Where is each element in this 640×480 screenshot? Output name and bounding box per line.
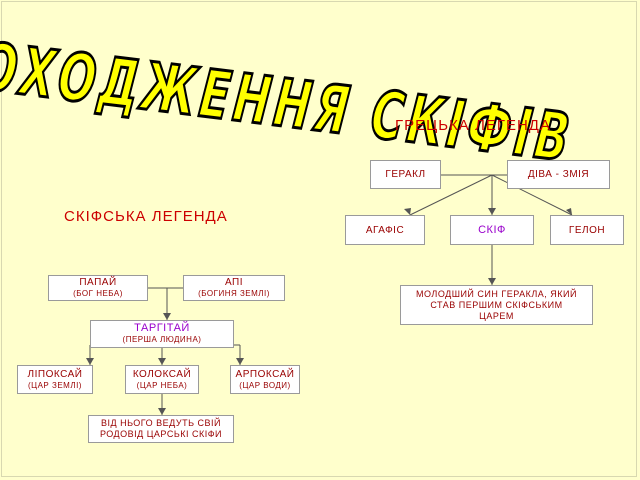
box-skif: СКІФ <box>450 215 534 245</box>
line-to-agafis <box>409 174 493 216</box>
box-herakl: ГЕРАКЛ <box>370 160 441 189</box>
greek-note-line2: СТАВ ПЕРШИМ СКІФСЬКИМ <box>430 299 563 310</box>
box-agafis-label: АГАФІС <box>365 224 405 236</box>
box-lipoksai-sub: (ЦАР ЗЕМЛІ) <box>28 380 82 390</box>
arrowhead-scythian-note <box>158 408 166 415</box>
box-targitai-label: ТАРГІТАЙ <box>134 322 190 334</box>
box-greek-note: МОЛОДШИЙ СИН ГЕРАКЛА, ЯКИЙ СТАВ ПЕРШИМ С… <box>400 285 593 325</box>
box-api: АПІ (БОГИНЯ ЗЕМЛІ) <box>183 275 285 301</box>
box-api-label: АПІ <box>224 277 244 288</box>
scythian-legend-heading: СКІФСЬКА ЛЕГЕНДА <box>64 208 228 225</box>
box-gelon-label: ГЕЛОН <box>568 224 606 236</box>
arrowhead-note <box>488 278 496 285</box>
box-koloksai: КОЛОКСАЙ (ЦАР НЕБА) <box>125 365 199 394</box>
greek-note-line3: ЦАРЕМ <box>479 310 514 321</box>
line-to-gelon <box>491 174 573 216</box>
arrowhead-skif <box>488 208 496 215</box>
box-herakl-label: ГЕРАКЛ <box>385 169 426 180</box>
box-koloksai-label: КОЛОКСАЙ <box>132 368 192 380</box>
arrowhead-koloksai <box>158 358 166 365</box>
box-papai-sub: (БОГ НЕБА) <box>73 289 123 298</box>
box-papai: ПАПАЙ (БОГ НЕБА) <box>48 275 148 301</box>
box-scythian-note: ВІД НЬОГО ВЕДУТЬ СВІЙ РОДОВІД ЦАРСЬКІ СК… <box>88 415 234 443</box>
arrowhead-gelon <box>566 208 572 215</box>
scythian-note-line2: РОДОВІД ЦАРСЬКІ СКІФИ <box>99 429 223 439</box>
box-skif-label: СКІФ <box>478 223 506 236</box>
box-targitai: ТАРГІТАЙ (ПЕРША ЛЮДИНА) <box>90 320 234 348</box>
box-koloksai-sub: (ЦАР НЕБА) <box>136 380 188 390</box>
box-arpoksai-sub: (ЦАР ВОДИ) <box>239 380 291 390</box>
box-arpoksai-label: АРПОКСАЙ <box>235 368 295 380</box>
box-lipoksai-label: ЛІПОКСАЙ <box>27 368 83 380</box>
greek-legend-heading: ГРЕЦЬКА ЛЕГЕНДА <box>395 117 551 134</box>
arrowhead-lipoksai <box>86 358 94 365</box>
box-lipoksai: ЛІПОКСАЙ (ЦАР ЗЕМЛІ) <box>17 365 93 394</box>
box-gelon: ГЕЛОН <box>550 215 624 245</box>
box-agafis: АГАФІС <box>345 215 425 245</box>
arrowhead-targitai <box>163 313 171 320</box>
box-arpoksai: АРПОКСАЙ (ЦАР ВОДИ) <box>230 365 300 394</box>
arrowhead-arpoksai <box>236 358 244 365</box>
arrowhead-agafis <box>404 208 411 215</box>
greek-note-line1: МОЛОДШИЙ СИН ГЕРАКЛА, ЯКИЙ <box>416 288 577 299</box>
box-targitai-sub: (ПЕРША ЛЮДИНА) <box>122 335 202 344</box>
scythian-note-line1: ВІД НЬОГО ВЕДУТЬ СВІЙ <box>101 418 221 428</box>
box-papai-label: ПАПАЙ <box>79 277 117 288</box>
box-api-sub: (БОГИНЯ ЗЕМЛІ) <box>198 289 270 298</box>
box-diva: ДІВА - ЗМІЯ <box>507 160 610 189</box>
box-diva-label: ДІВА - ЗМІЯ <box>527 169 590 180</box>
